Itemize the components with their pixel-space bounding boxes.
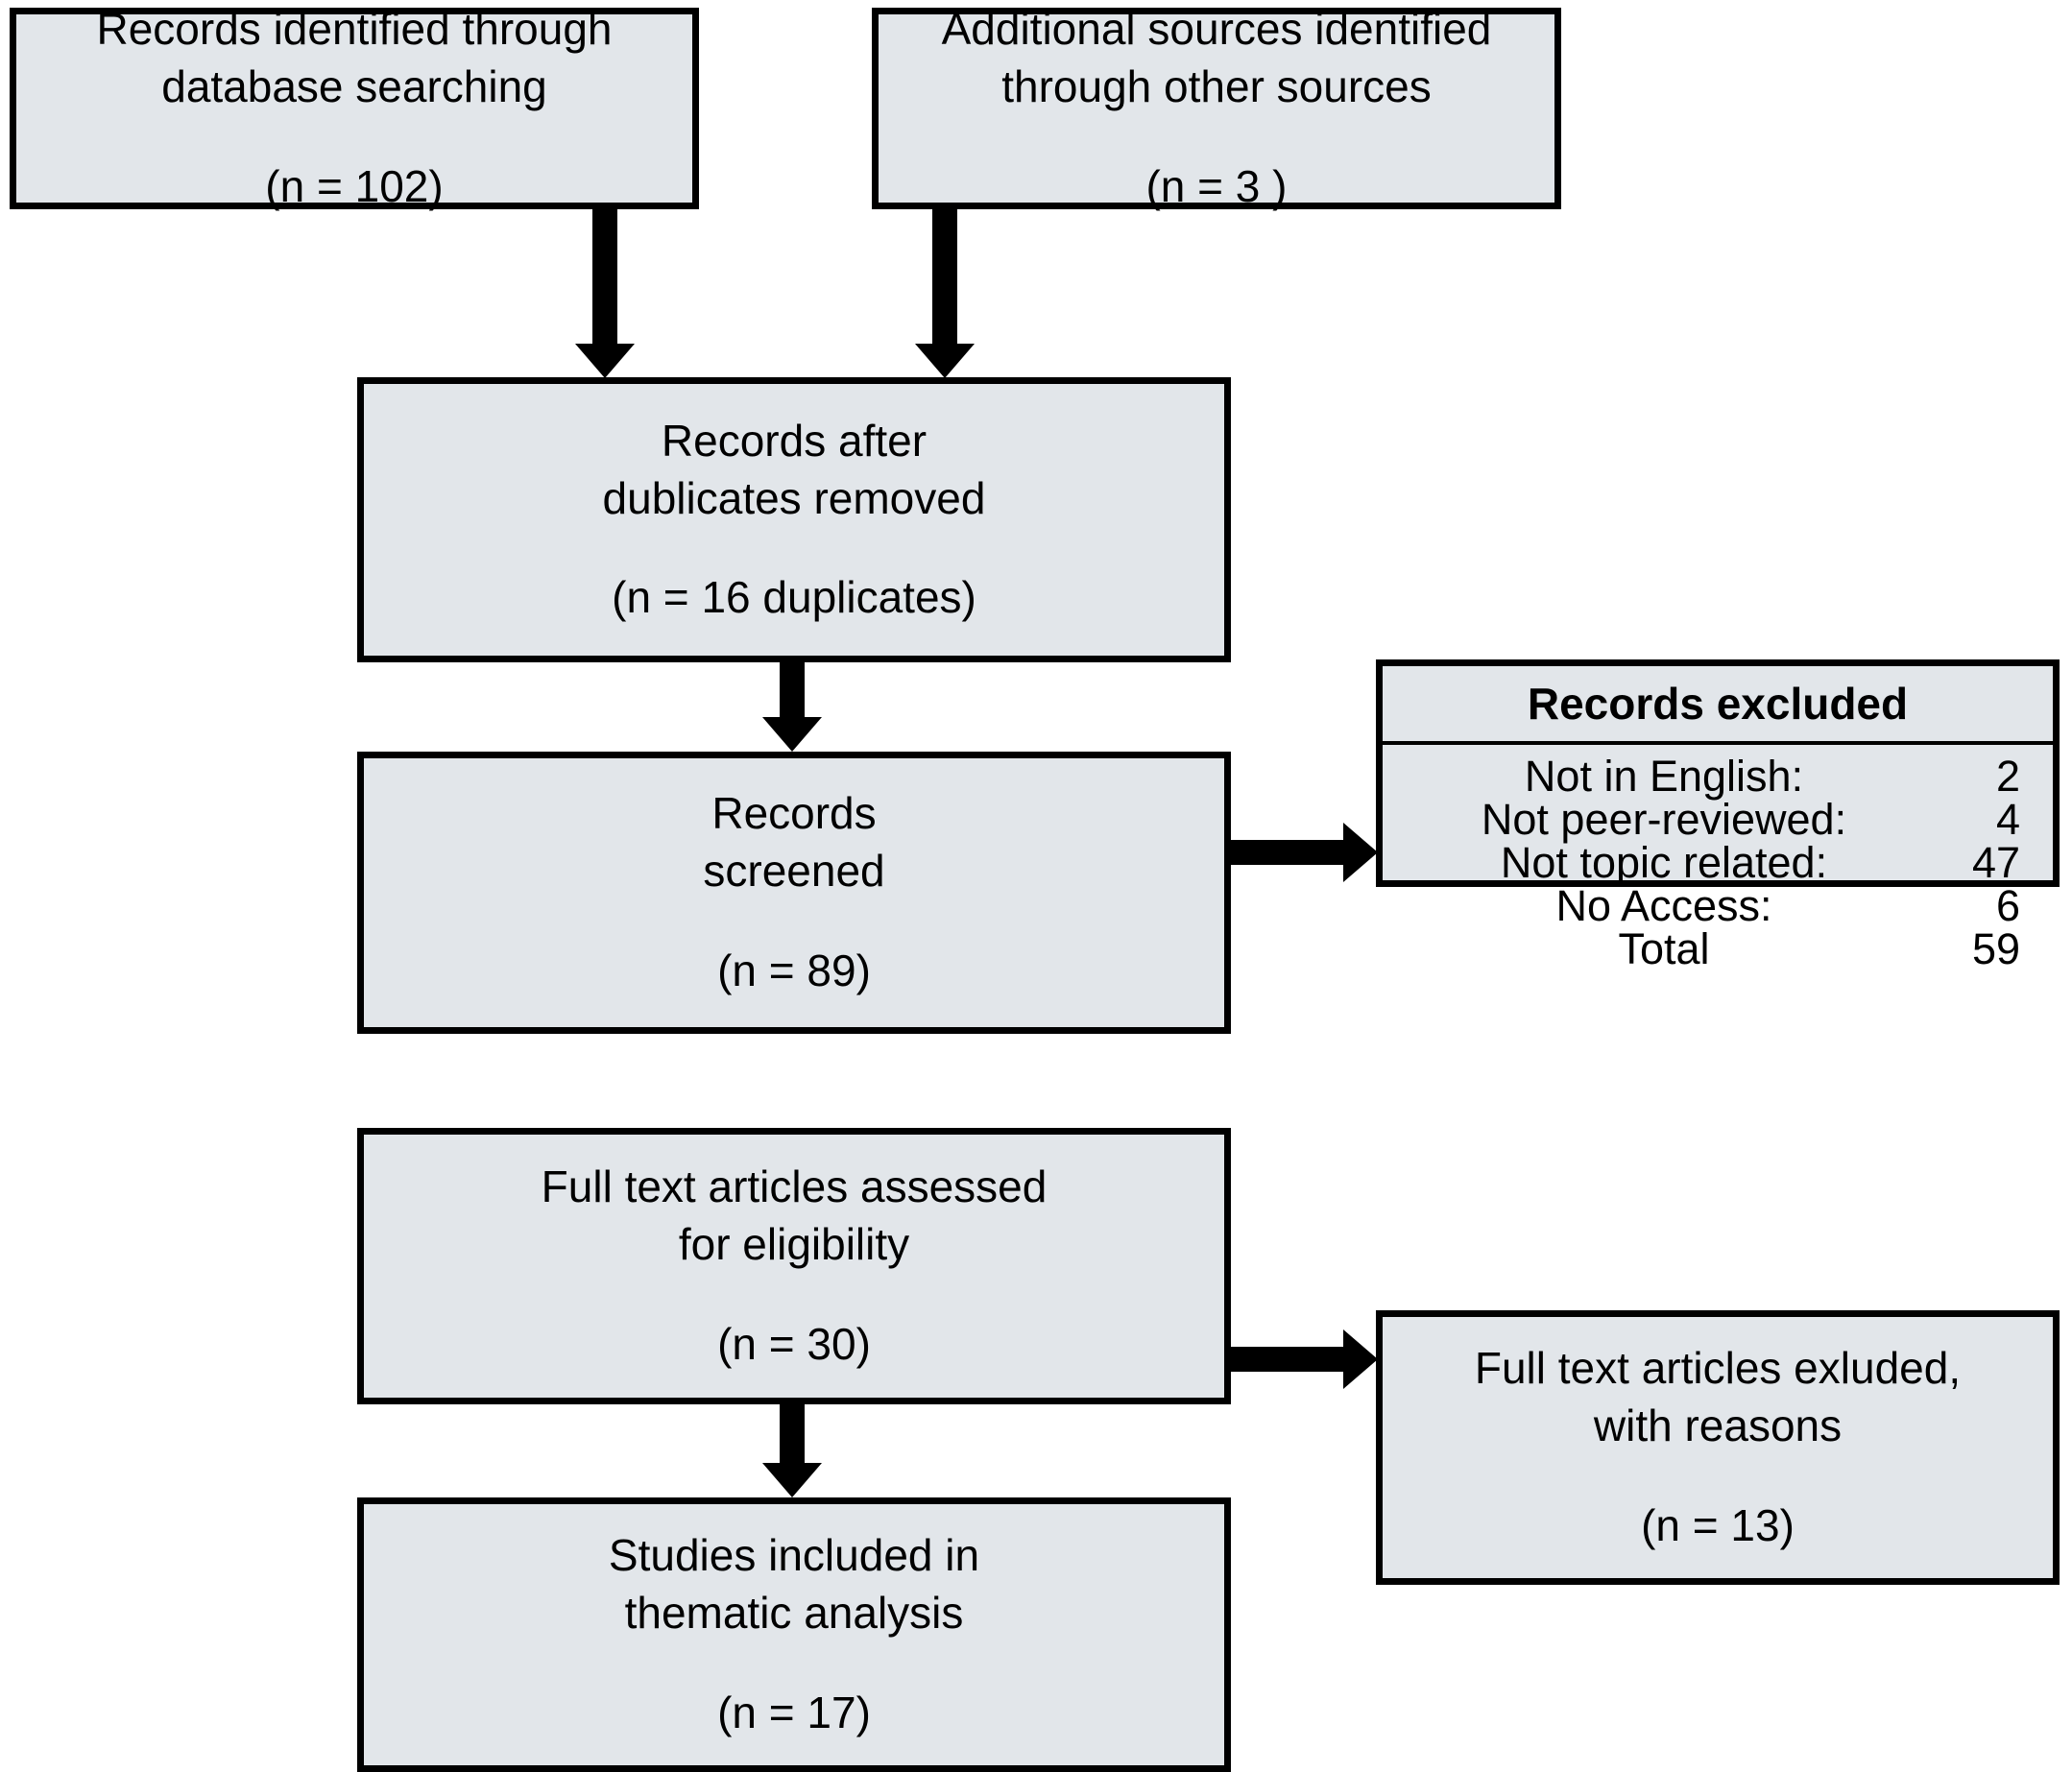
records-excluded-value: 47 bbox=[1971, 838, 2020, 887]
box-title: Additional sources identified through ot… bbox=[941, 4, 1492, 112]
box-count: (n = 16 duplicates) bbox=[612, 572, 976, 623]
records-excluded-total-value: 59 bbox=[1971, 924, 2020, 973]
arrow-shaft bbox=[1231, 1347, 1343, 1372]
box-fulltext-articles-assessed: Full text articles assessed for eligibil… bbox=[357, 1128, 1231, 1404]
records-excluded-row: No Access: 6 bbox=[1415, 884, 2020, 927]
box-title: Records identified through database sear… bbox=[96, 4, 613, 112]
box-title: Records screened bbox=[703, 788, 885, 897]
box-count: (n = 3 ) bbox=[1145, 160, 1288, 211]
records-excluded-list: Not in English: 2 Not peer-reviewed: 4 N… bbox=[1383, 745, 2053, 984]
box-count: (n = 13) bbox=[1641, 1499, 1795, 1550]
box-title: Full text articles assessed for eligibil… bbox=[541, 1161, 1048, 1270]
arrow-shaft bbox=[932, 209, 957, 344]
arrow-head-down-icon bbox=[762, 717, 822, 752]
arrow-head-down-icon bbox=[762, 1463, 822, 1497]
records-excluded-total-label: Total bbox=[1618, 924, 1710, 973]
box-records-identified-database-searching: Records identified through database sear… bbox=[10, 4, 699, 211]
box-fulltext-articles-excluded: Full text articles exluded, with reasons… bbox=[1376, 1310, 2060, 1585]
records-excluded-value: 4 bbox=[1995, 795, 2020, 844]
box-title: Studies included in thematic analysis bbox=[608, 1530, 980, 1639]
arrow-head-right-icon bbox=[1343, 823, 1378, 882]
records-excluded-row: Not topic related: 47 bbox=[1415, 841, 2020, 884]
records-excluded-header: Records excluded bbox=[1383, 666, 2053, 745]
box-additional-sources-identified: Additional sources identified through ot… bbox=[872, 4, 1561, 211]
box-studies-included-thematic-analysis: Studies included in thematic analysis (n… bbox=[357, 1497, 1231, 1772]
arrow-head-down-icon bbox=[915, 344, 975, 378]
box-title: Full text articles exluded, with reasons bbox=[1474, 1343, 1962, 1451]
box-records-after-duplicates-removed: Records after dublicates removed (n = 16… bbox=[357, 377, 1231, 662]
arrow-shaft bbox=[780, 1404, 805, 1463]
box-title: Records after dublicates removed bbox=[602, 415, 986, 523]
arrow-shaft bbox=[780, 662, 805, 717]
records-excluded-value: 6 bbox=[1995, 881, 2020, 930]
box-count: (n = 30) bbox=[717, 1318, 871, 1369]
records-excluded-label: Not in English: bbox=[1524, 752, 1804, 801]
box-count: (n = 102) bbox=[265, 160, 444, 211]
box-count: (n = 89) bbox=[717, 945, 871, 995]
records-excluded-label: Not topic related: bbox=[1500, 838, 1828, 887]
records-excluded-value: 2 bbox=[1995, 752, 2020, 801]
arrow-head-right-icon bbox=[1343, 1329, 1378, 1389]
arrow-head-down-icon bbox=[575, 344, 635, 378]
arrow-shaft bbox=[592, 209, 617, 344]
records-excluded-row: Not in English: 2 bbox=[1415, 754, 2020, 798]
box-count: (n = 17) bbox=[717, 1687, 871, 1737]
arrow-shaft bbox=[1231, 840, 1343, 865]
box-records-excluded: Records excluded Not in English: 2 Not p… bbox=[1376, 659, 2060, 970]
records-excluded-row: Not peer-reviewed: 4 bbox=[1415, 798, 2020, 841]
records-excluded-label: Not peer-reviewed: bbox=[1481, 795, 1847, 844]
records-excluded-label: No Access: bbox=[1555, 881, 1772, 930]
box-records-screened: Records screened (n = 89) bbox=[357, 752, 1231, 1034]
records-excluded-total-row: Total 59 bbox=[1415, 927, 2020, 970]
